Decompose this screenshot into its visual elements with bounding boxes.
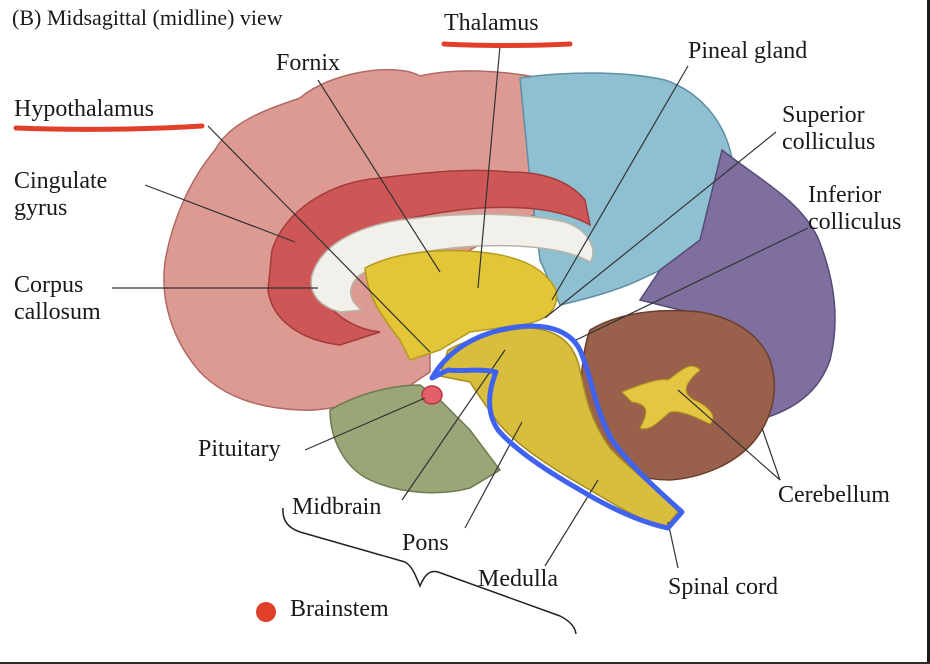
label-hypothalamus: Hypothalamus: [14, 96, 154, 122]
brainstem-dot: [256, 602, 276, 622]
leader-cerebellum-b: [761, 427, 781, 481]
leader-inferior-colliculus: [571, 227, 809, 343]
leader-hypothalamus: [207, 125, 431, 353]
brainstem-outline-annotation: [429, 323, 685, 531]
leader-pons: [464, 421, 523, 529]
corpus-callosum-shape: [310, 213, 594, 313]
leader-midbrain: [401, 349, 506, 501]
leader-medulla: [544, 479, 599, 567]
temporal-lobe: [329, 384, 502, 494]
thalamus-region: [364, 249, 558, 361]
leader-pituitary: [304, 397, 426, 451]
cerebellum-white-matter: [621, 365, 714, 430]
label-fornix: Fornix: [276, 50, 341, 76]
leader-cingulate: [144, 184, 296, 243]
hypothalamus-underline: [13, 123, 205, 132]
label-superior-colliculus: Superior colliculus: [782, 102, 876, 155]
thalamus-underline: [441, 41, 573, 48]
label-pineal-gland: Pineal gland: [688, 38, 808, 64]
label-brainstem: Brainstem: [290, 596, 389, 622]
occipital-lobe: [638, 148, 836, 420]
label-corpus-callosum: Corpus callosum: [14, 272, 101, 325]
label-medulla: Medulla: [478, 566, 558, 592]
bottom-border: [0, 662, 930, 664]
label-pituitary: Pituitary: [198, 436, 281, 462]
label-spinal-cord: Spinal cord: [668, 574, 778, 600]
leader-superior-colliculus: [544, 131, 777, 319]
label-midbrain: Midbrain: [292, 494, 382, 520]
diagram-title: (B) Midsagittal (midline) view: [12, 5, 283, 30]
brainstem-bracket: [282, 507, 577, 635]
label-pons: Pons: [402, 530, 449, 556]
leader-fornix: [317, 79, 441, 273]
pituitary-gland-shape: [421, 385, 443, 405]
leader-thalamus: [477, 45, 501, 289]
leader-lines: [112, 45, 809, 569]
label-thalamus: Thalamus: [444, 10, 539, 36]
label-cingulate-gyrus: Cingulate gyrus: [14, 168, 108, 221]
leader-cerebellum-a: [677, 389, 781, 481]
label-inferior-colliculus: Inferior colliculus: [808, 182, 902, 235]
label-cerebellum: Cerebellum: [778, 482, 890, 508]
right-border: [927, 0, 930, 664]
leader-pineal: [551, 65, 689, 301]
